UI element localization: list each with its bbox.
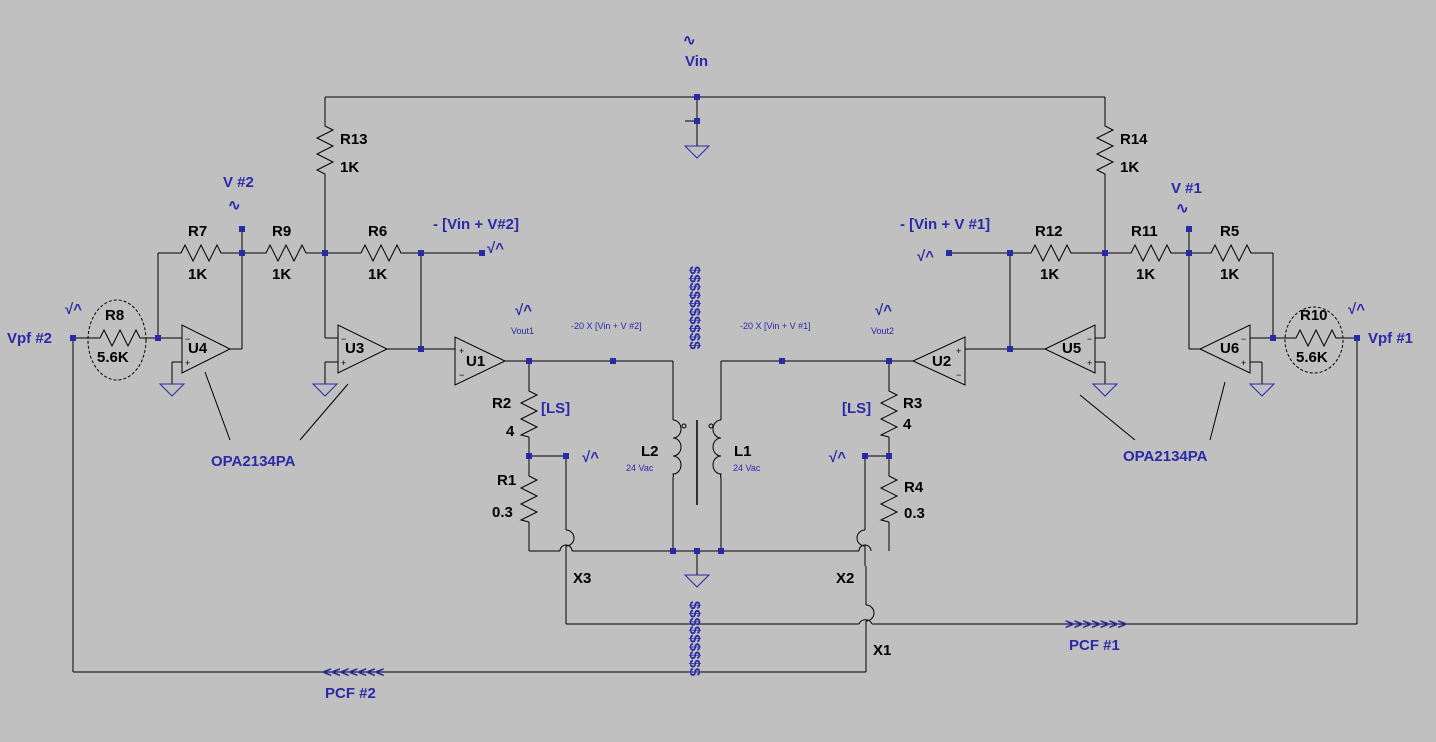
- r5-name: R5: [1220, 223, 1239, 240]
- gain2-label: -20 X [Vin + V #2]: [571, 321, 642, 331]
- v1-source-symbol: ∿: [1176, 200, 1189, 217]
- r12-value: 1K: [1040, 266, 1059, 283]
- svg-text:−: −: [341, 334, 346, 344]
- core-marker-bottom: $$$$$$$$$: [686, 601, 703, 677]
- r10-name: R10: [1300, 307, 1328, 324]
- r8-name: R8: [105, 307, 124, 324]
- r14-name: R14: [1120, 131, 1148, 148]
- r9-name: R9: [272, 223, 291, 240]
- vpf2-label: Vpf #2: [7, 330, 52, 347]
- r4-name: R4: [904, 479, 924, 496]
- vin-source-symbol: ∿: [683, 32, 696, 49]
- svg-text:−: −: [459, 370, 464, 380]
- r14-value: 1K: [1120, 159, 1139, 176]
- r2-tag: [LS]: [541, 400, 570, 417]
- transformer: [672, 419, 722, 505]
- l1-name: L1: [734, 443, 752, 460]
- r1-value: 0.3: [492, 504, 513, 521]
- opamp-part-right: OPA2134PA: [1123, 448, 1208, 465]
- r3-tag: [LS]: [842, 400, 871, 417]
- probe-neg-v2: √^: [487, 240, 504, 257]
- x2-label: X2: [836, 570, 854, 587]
- vpf1-label: Vpf #1: [1368, 330, 1413, 347]
- vout2-label: Vout2: [871, 326, 894, 336]
- probe-neg-v1: √^: [917, 248, 934, 265]
- ground-symbols: [158, 145, 1276, 588]
- r6-name: R6: [368, 223, 387, 240]
- u6-label: U6: [1220, 340, 1239, 357]
- r5-value: 1K: [1220, 266, 1239, 283]
- vout1-label: Vout1: [511, 326, 534, 336]
- resistor-zigzags: [94, 120, 1338, 523]
- svg-text:+: +: [185, 358, 190, 368]
- svg-text:−: −: [1087, 334, 1092, 344]
- pcf1-label: PCF #1: [1069, 637, 1120, 654]
- v2-label: V #2: [223, 174, 254, 191]
- r2-value: 4: [506, 423, 515, 440]
- probe-vpf1: √^: [1348, 301, 1365, 318]
- pcf2-label: PCF #2: [325, 685, 376, 702]
- r4-value: 0.3: [904, 505, 925, 522]
- u5-label: U5: [1062, 340, 1081, 357]
- u2-label: U2: [932, 353, 951, 370]
- r6-value: 1K: [368, 266, 387, 283]
- x1-label: X1: [873, 642, 891, 659]
- r11-name: R11: [1131, 223, 1158, 240]
- opamp-shapes: [181, 324, 1251, 386]
- r1-name: R1: [497, 472, 516, 489]
- r13-value: 1K: [340, 159, 359, 176]
- probe-vout2: √^: [875, 302, 892, 319]
- r12-name: R12: [1035, 223, 1063, 240]
- neg-vin-v1-label: - [Vin + V #1]: [900, 216, 990, 233]
- l1-rating: 24 Vac: [733, 463, 761, 473]
- svg-text:+: +: [956, 346, 961, 356]
- r7-name: R7: [188, 223, 207, 240]
- svg-text:+: +: [341, 358, 346, 368]
- svg-text:−: −: [956, 370, 961, 380]
- u1-label: U1: [466, 353, 485, 370]
- junction-dots: [70, 94, 1360, 554]
- opamp-part-left: OPA2134PA: [211, 453, 296, 470]
- v2-source-symbol: ∿: [228, 197, 241, 214]
- r10-value: 5.6K: [1296, 349, 1328, 366]
- r11-value: 1K: [1136, 266, 1155, 283]
- r10-highlight: [1284, 306, 1344, 374]
- wire-hops: [559, 529, 875, 640]
- pcf2-arrow: <<<<<<<: [323, 664, 385, 681]
- r2-name: R2: [492, 395, 511, 412]
- svg-text:+: +: [1241, 358, 1246, 368]
- core-marker-top: $$$$$$$$$$: [686, 266, 703, 350]
- vin-label: Vin: [685, 53, 708, 70]
- r3-value: 4: [903, 416, 912, 433]
- l2-rating: 24 Vac: [626, 463, 654, 473]
- v1-label: V #1: [1171, 180, 1202, 197]
- svg-text:+: +: [459, 346, 464, 356]
- r3-name: R3: [903, 395, 922, 412]
- svg-text:−: −: [185, 334, 190, 344]
- r9-value: 1K: [272, 266, 291, 283]
- probe-r4-top: √^: [829, 449, 846, 466]
- r7-value: 1K: [188, 266, 207, 283]
- r8-highlight: [87, 299, 147, 381]
- r13-name: R13: [340, 131, 368, 148]
- probe-r1-top: √^: [582, 449, 599, 466]
- probe-vout1: √^: [515, 302, 532, 319]
- opamp-pin-marks: − + − + + − + − − + − +: [185, 334, 1246, 380]
- l2-name: L2: [641, 443, 659, 460]
- u3-label: U3: [345, 340, 364, 357]
- r8-value: 5.6K: [97, 349, 129, 366]
- pcf1-arrow: >>>>>>>: [1065, 616, 1127, 633]
- x3-label: X3: [573, 570, 591, 587]
- svg-text:+: +: [1087, 358, 1092, 368]
- gain1-label: -20 X [Vin + V #1]: [740, 321, 811, 331]
- svg-text:−: −: [1241, 334, 1246, 344]
- probe-vpf2: √^: [65, 301, 82, 318]
- neg-vin-v2-label: - [Vin + V#2]: [433, 216, 519, 233]
- u4-label: U4: [188, 340, 208, 357]
- wires: [72, 96, 1358, 673]
